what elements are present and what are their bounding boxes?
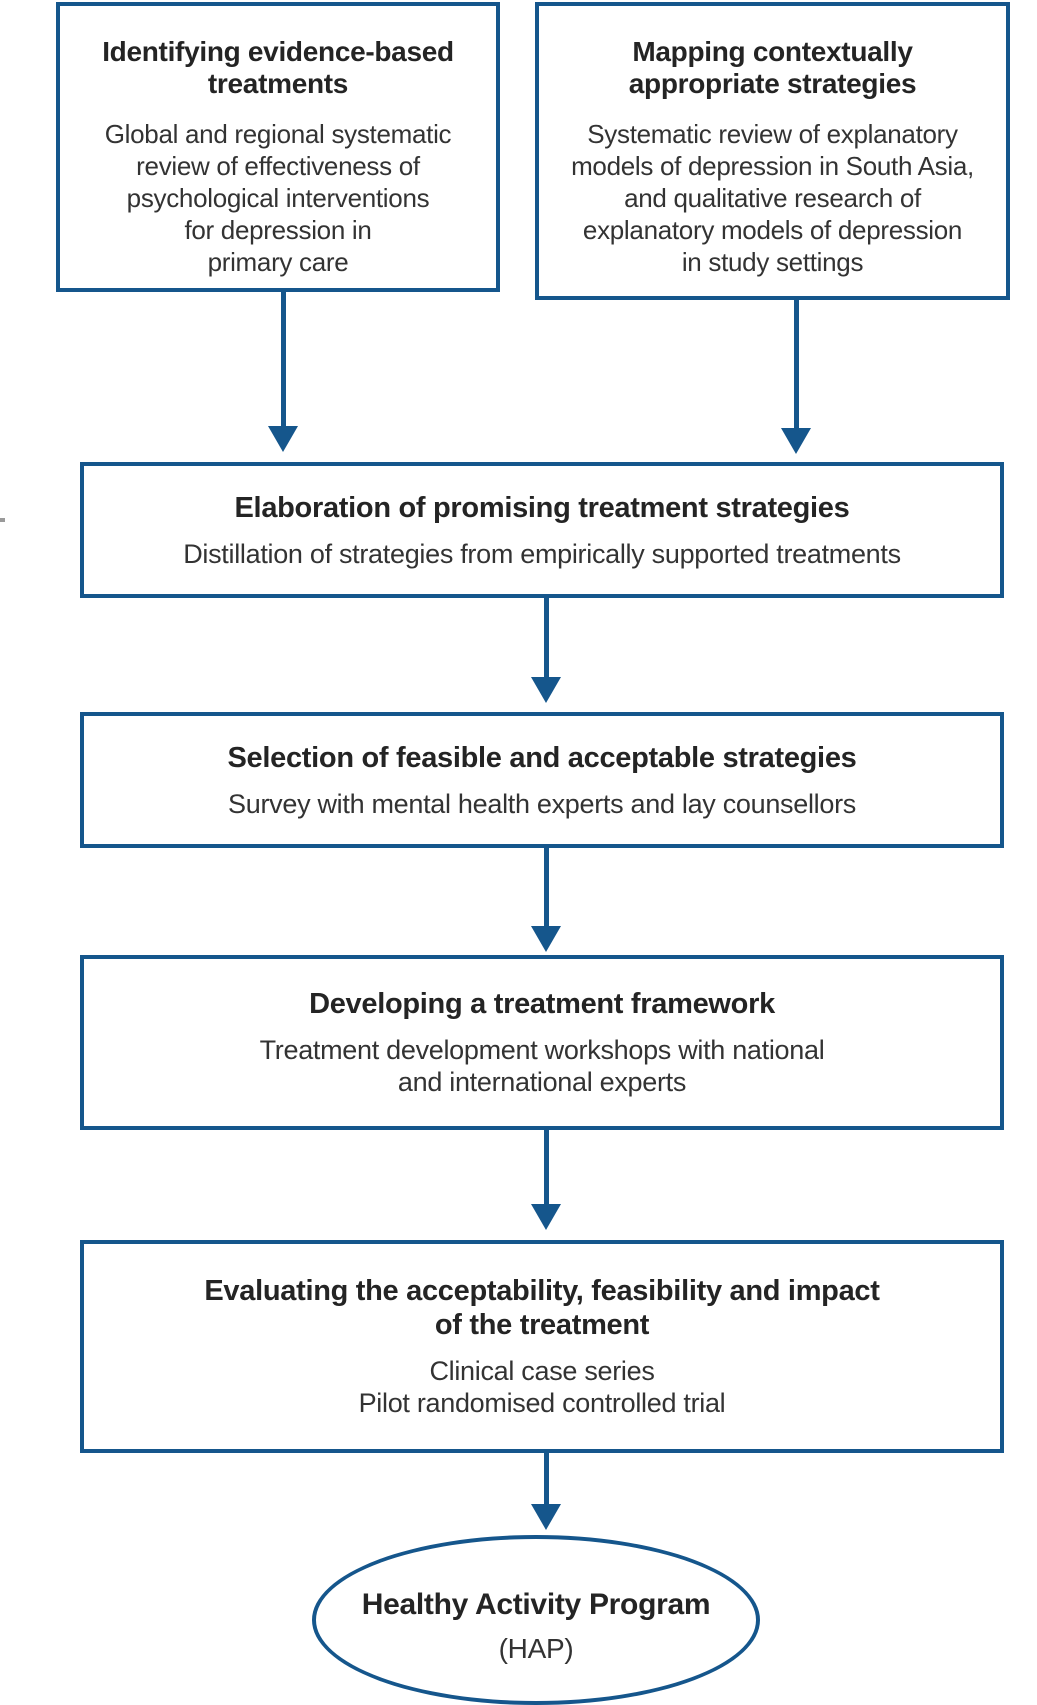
box-title-line: of the treatment [434,1309,650,1341]
developing-framework-box: Developing a treatment framework Treatme… [80,955,1004,1130]
evaluating-box: Evaluating the acceptability, feasibilit… [80,1240,1004,1453]
box-body-line: Treatment development workshops with nat… [259,1035,825,1065]
arrowhead-icon [781,428,811,454]
page-edge-artifact [0,518,5,522]
box-body-line: Distillation of strategies from empirica… [183,538,901,569]
arrowhead-icon [531,1204,561,1230]
box-body-line: models of depression in South Asia, [571,151,974,181]
ellipse-subtitle: (HAP) [498,1633,574,1664]
box-body-line: Clinical case series [429,1356,655,1386]
box-title-line: Mapping contextually [632,36,913,67]
box-body-line: and international experts [397,1067,687,1097]
arrowhead-icon [268,426,298,452]
arrowhead-icon [531,1504,561,1530]
box-body-line: Systematic review of explanatory [587,119,958,149]
arrow-mapping-to-elaboration [794,298,799,428]
box-body-line: Global and regional systematic [104,119,452,149]
arrow-developing-to-evaluating [544,1128,549,1204]
box-body-line: Survey with mental health experts and la… [228,788,856,819]
mapping-strategies-box: Mapping contextually appropriate strateg… [535,2,1010,300]
box-body-line: psychological interventions [126,183,430,213]
box-title-line: Evaluating the acceptability, feasibilit… [204,1275,880,1307]
arrowhead-icon [531,677,561,703]
elaboration-box: Elaboration of promising treatment strat… [80,462,1004,598]
box-body-line: primary care [207,247,349,277]
hap-outcome-ellipse: Healthy Activity Program (HAP) [312,1535,760,1705]
box-title-line: appropriate strategies [628,68,917,99]
box-body-line: in study settings [681,247,864,277]
box-body-line: and qualitative research of [624,183,921,213]
arrowhead-icon [531,926,561,952]
identify-evidence-box: Identifying evidence-based treatments Gl… [56,2,500,292]
ellipse-title: Healthy Activity Program [361,1588,711,1621]
arrow-selection-to-developing [544,846,549,926]
selection-box: Selection of feasible and acceptable str… [80,712,1004,848]
box-body-line: Pilot randomised controlled trial [358,1388,726,1418]
box-title-line: Selection of feasible and acceptable str… [227,741,857,774]
box-title-line: Identifying evidence-based [102,36,454,67]
arrow-identify-to-elaboration [281,290,286,426]
box-title-line: Elaboration of promising treatment strat… [234,491,850,524]
box-body-line: explanatory models of depression [582,215,963,245]
arrow-evaluating-to-hap [544,1451,549,1504]
box-body-line: for depression in [184,215,372,245]
box-title-line: Developing a treatment framework [309,988,775,1020]
box-body-line: review of effectiveness of [136,151,420,181]
arrow-elaboration-to-selection [544,596,549,677]
box-title-line: treatments [207,68,349,99]
